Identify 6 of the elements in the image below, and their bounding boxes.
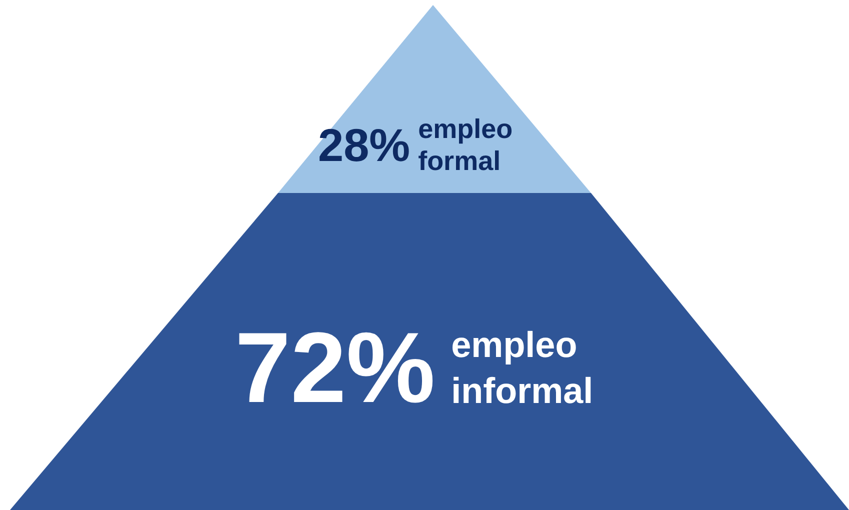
employment-type-label: empleo informal — [451, 323, 594, 413]
pyramid-top-section — [278, 5, 591, 193]
percentage-value: 72% — [235, 318, 436, 418]
employment-type-label: empleo formal — [418, 113, 514, 177]
percentage-value: 28% — [318, 122, 410, 168]
pyramid-base-section — [10, 193, 849, 510]
